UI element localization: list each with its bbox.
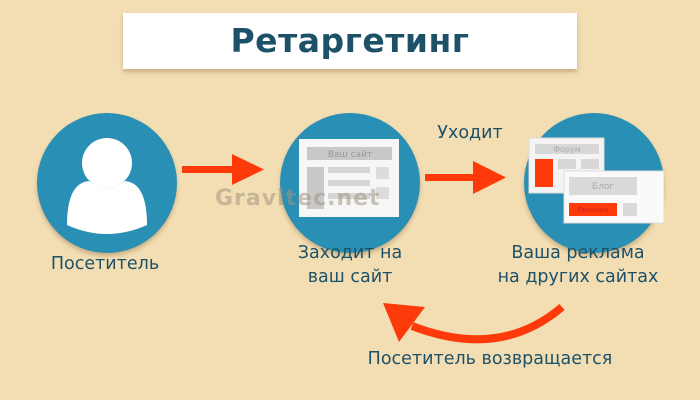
- title-banner: Ретаргетинг: [123, 13, 577, 69]
- visitor-circle: [37, 113, 177, 253]
- ads-label-line2: на других сайтах: [497, 267, 659, 287]
- arrow-right-icon: [182, 154, 264, 185]
- svg-text:Блог: Блог: [592, 182, 614, 192]
- website-label: Заходит на ваш сайт: [260, 241, 440, 289]
- website-icon: Ваш сайт: [299, 139, 399, 217]
- svg-text:Ваш сайт: Ваш сайт: [328, 150, 372, 160]
- svg-text:Реклама: Реклама: [577, 206, 608, 214]
- website-circle: Ваш сайт: [280, 113, 420, 253]
- page-title: Ретаргетинг: [230, 21, 470, 60]
- ads-label-line1: Ваша реклама: [511, 243, 645, 263]
- leaves-label: Уходит: [437, 123, 503, 143]
- ads-label: Ваша реклама на других сайтах: [478, 241, 678, 289]
- ads-circle: Форум Блог Реклама: [524, 113, 664, 253]
- svg-text:Форум: Форум: [553, 145, 581, 154]
- user-icon: [67, 138, 147, 234]
- website-label-line1: Заходит на: [297, 243, 403, 263]
- ads-on-sites-icon: Форум Блог Реклама: [528, 137, 664, 224]
- arrow-right-icon: [425, 161, 506, 194]
- visitor-label: Посетитель: [50, 254, 160, 274]
- return-label: Посетитель возвращается: [367, 349, 613, 369]
- website-label-line2: ваш сайт: [307, 267, 393, 287]
- return-arrow-icon: [383, 303, 565, 344]
- watermark: Gravitec.net: [215, 186, 381, 211]
